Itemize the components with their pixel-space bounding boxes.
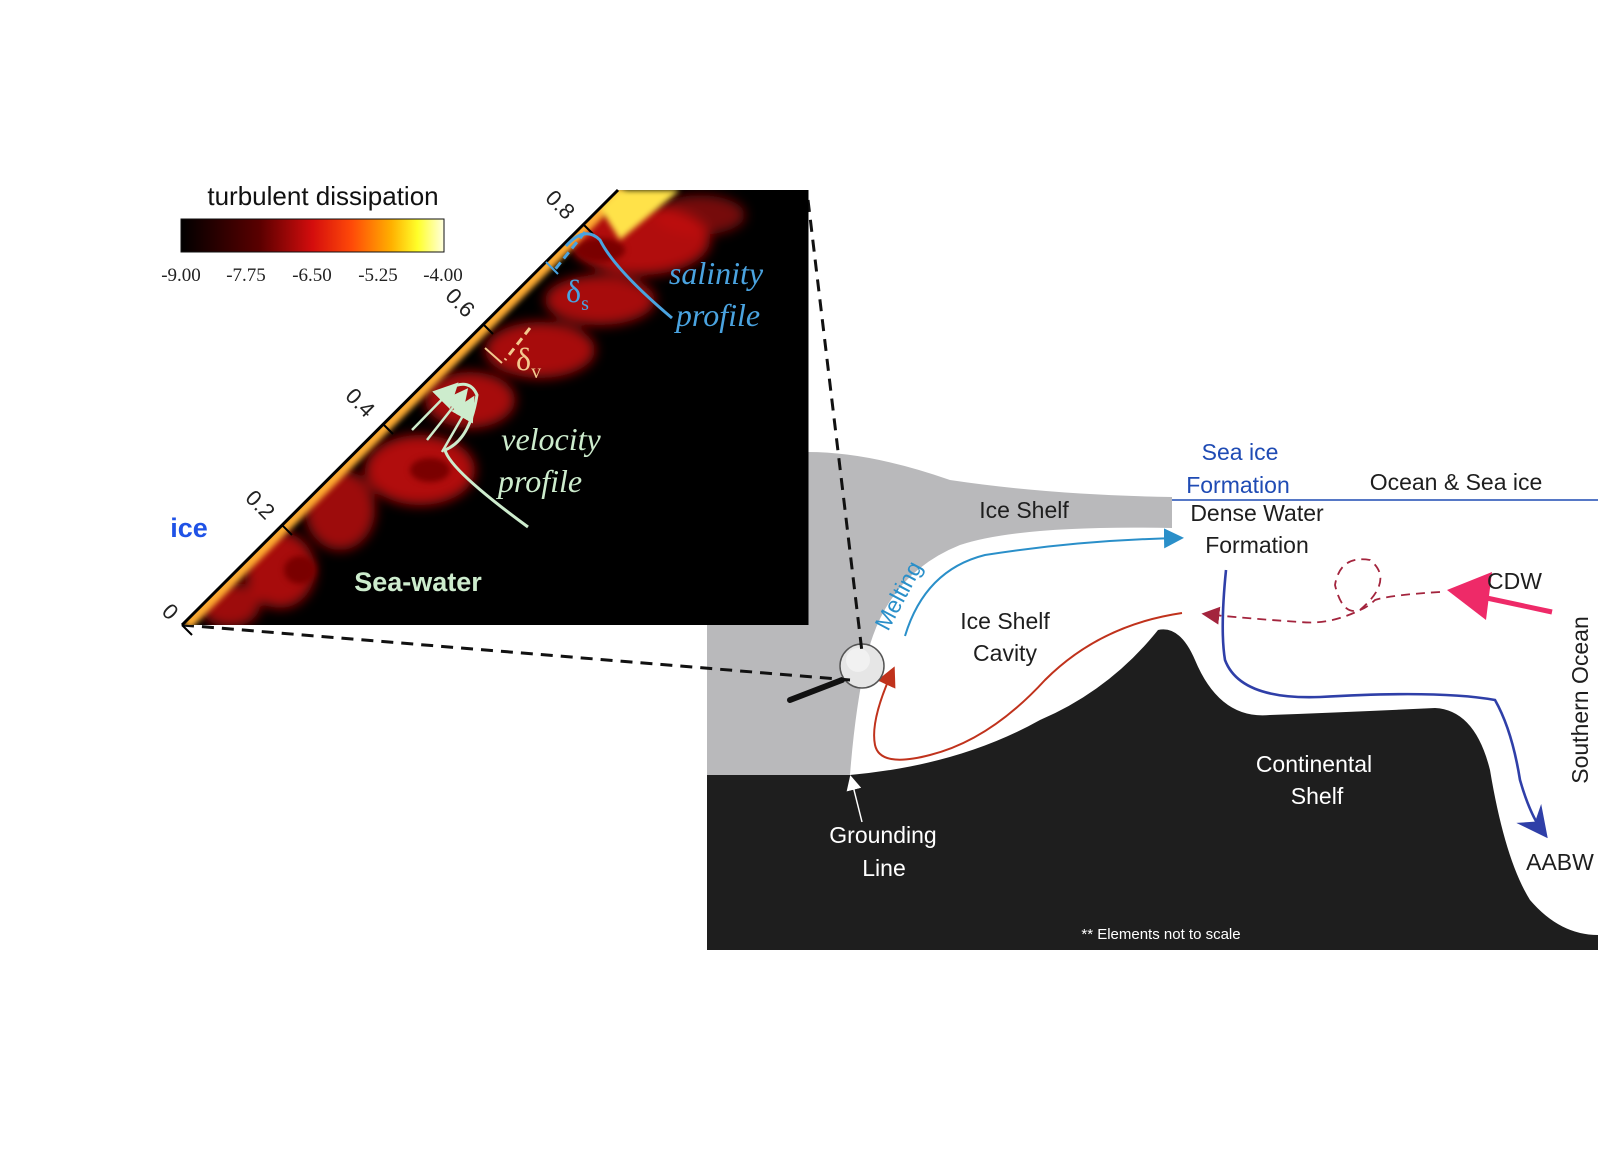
cdw-label: CDW	[1487, 568, 1542, 594]
axis-tick-0: 0	[157, 599, 183, 625]
zoom-line-top	[806, 199, 864, 653]
sea-ice-label-1: Sea ice	[1202, 439, 1279, 465]
axis-tick-0-2: 0.2	[241, 485, 280, 524]
warm-inflow-arrow	[873, 612, 1183, 761]
cdw-arrow-head	[1447, 572, 1492, 620]
salinity-label-1: salinity	[669, 255, 764, 291]
dense-water-label-1: Dense Water	[1190, 500, 1324, 526]
sea-ice-label-2: Formation	[1186, 472, 1290, 498]
continental-shelf-label-2: Shelf	[1291, 783, 1344, 809]
ice-label: ice	[170, 513, 208, 543]
velocity-boundary-dash	[503, 327, 532, 361]
salinity-label-2: profile	[674, 297, 760, 333]
cavity-label-1: Ice Shelf	[960, 608, 1050, 634]
grounding-line-pointer	[846, 775, 863, 823]
ice-edge-glow	[182, 190, 627, 625]
colorbar-tick-3: -6.50	[292, 265, 332, 286]
salinity-boundary-dash	[551, 231, 587, 273]
ice-shelf-label: Ice Shelf	[979, 497, 1069, 523]
seawater-label: Sea-water	[354, 567, 482, 597]
cavity-label-2: Cavity	[973, 640, 1037, 666]
colorbar-title: turbulent dissipation	[207, 181, 438, 211]
continental-shelf-shape	[707, 629, 1598, 950]
cdw-arrow-shaft	[1481, 594, 1553, 615]
meltwater-flow-arrow	[904, 528, 1184, 637]
dissipation-inset: 0 0.2 0.4 0.6 0.8 turbulent dissipation …	[157, 181, 809, 636]
ocean-sea-ice-label: Ocean & Sea ice	[1370, 469, 1543, 495]
velocity-arrows	[411, 382, 475, 453]
colorbar-tick-1: -9.00	[161, 265, 201, 286]
colorbar-tick-4: -5.25	[358, 265, 398, 286]
aabw-flow-arrow	[1221, 569, 1548, 839]
schematic: Ice Shelf Sea ice Formation Ocean & Sea …	[707, 439, 1598, 950]
axis-tick-marks	[181, 223, 594, 636]
velocity-profile-curve	[443, 382, 529, 529]
southern-ocean-label: Southern Ocean	[1567, 616, 1593, 784]
grounding-line-label-1: Grounding	[829, 822, 936, 848]
axis-tick-0-4: 0.4	[341, 383, 380, 422]
continental-shelf-label-1: Continental	[1256, 751, 1372, 777]
colorbar-tick-2: -7.75	[226, 265, 266, 286]
delta-v-arrow	[484, 347, 503, 364]
delta-s-arrow	[545, 261, 559, 275]
colorbar-tick-5: -4.00	[423, 265, 463, 286]
ice-boundary	[180, 188, 620, 627]
edge-hotspot	[600, 190, 680, 240]
velocity-label-2: profile	[496, 463, 582, 499]
grounding-line-label-2: Line	[862, 855, 905, 881]
cdw-dashed-path	[1201, 558, 1441, 625]
dense-water-label-2: Formation	[1205, 532, 1309, 558]
aabw-label: AABW	[1526, 849, 1594, 875]
delta-v-label: δv	[516, 341, 541, 383]
colorbar	[180, 218, 445, 253]
axis-tick-0-8: 0.8	[541, 185, 580, 224]
not-to-scale-note: ** Elements not to scale	[1081, 926, 1240, 943]
ice-shelf-shape	[707, 452, 1172, 775]
delta-s-label: δs	[566, 273, 589, 315]
velocity-label-1: velocity	[501, 421, 601, 457]
salinity-profile-curve	[564, 232, 673, 320]
zoom-line-bottom	[181, 623, 851, 682]
axis-tick-0-6: 0.6	[441, 283, 480, 322]
